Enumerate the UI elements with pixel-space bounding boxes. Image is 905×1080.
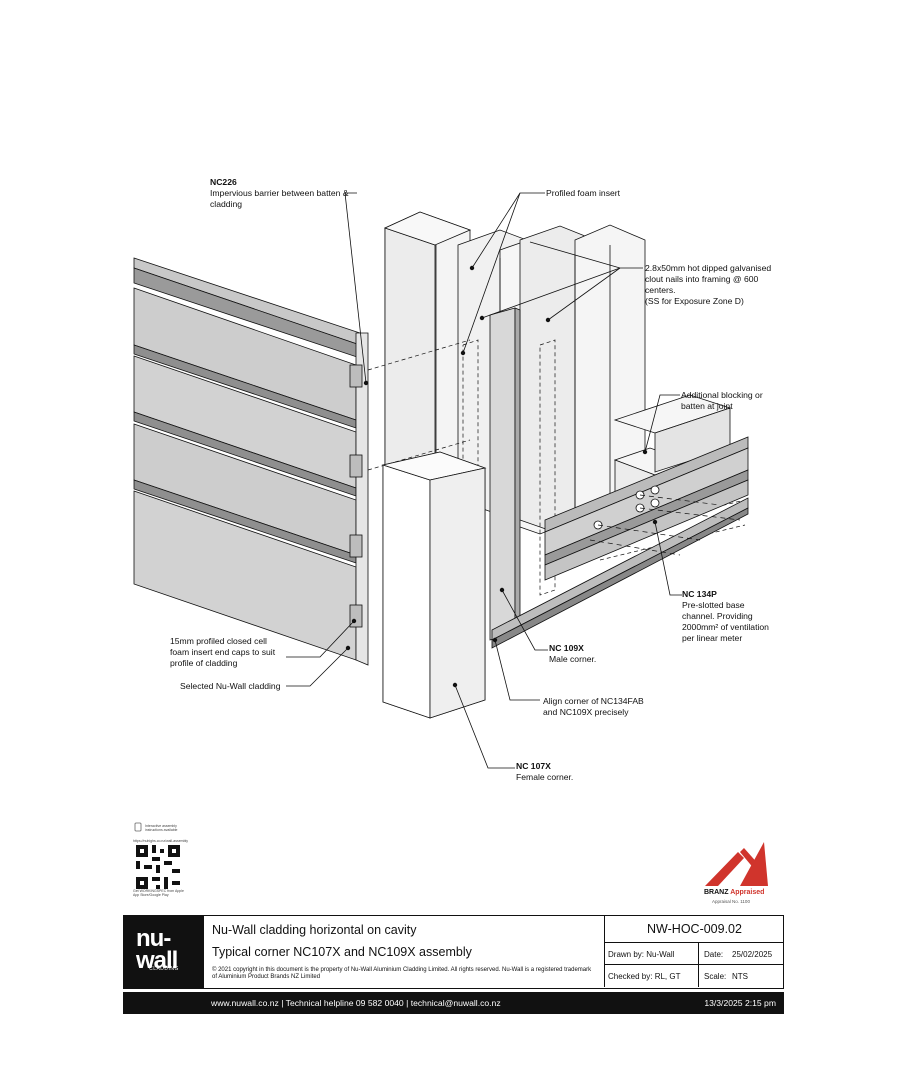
logo-subtext: CLADDING [149,966,179,972]
ventilation-airflow-lines [589,494,741,556]
callout-labels: NC226 Impervious barrier between batten … [170,177,771,782]
align-line1: Align corner of NC134FAB [543,696,644,706]
nails-line2: clout nails into framing @ 600 [645,274,759,284]
footer-bar: www.nuwall.co.nz | Technical helpline 09… [123,992,784,1014]
nc107x-desc: Female corner. [516,772,573,782]
endcap-line3: profile of cladding [170,658,238,668]
logo-line1: nu- [136,925,171,952]
copyright-notice: © 2021 copyright in this document is the… [212,967,592,980]
doc-number-cell: NW-HOC-009.02 [604,916,783,943]
nc107x-female-corner [381,451,487,719]
qr-bottom-text: Get WORKINGSPEC from Apple App Store/Goo… [133,889,184,897]
blocking-line1: Additional blocking or [681,390,763,400]
drawing-subtitle: Typical corner NC107X and NC109X assembl… [212,945,472,959]
blocking-line2: batten at joint [681,401,733,411]
checked-scale-row: Checked by: RL, GT Scale: NTS [604,965,783,988]
right-cladding-and-base-channel [491,436,749,649]
branz-word: BRANZ [704,889,729,896]
phone-icon [134,822,142,832]
logo-line2: wall [136,947,178,974]
drawn-date-row: Drawn by: Nu-Wall Date: 25/02/2025 [604,943,783,965]
framing-studs [383,211,646,535]
qr-top-text: Interactive assembly instructions availa… [145,824,178,832]
nails-line1: 2.8x50mm hot dipped galvanised [645,263,771,273]
qr-code-icon [136,845,180,889]
nc226-code: NC226 [210,177,237,187]
title-block: nu-wall CLADDING Nu-Wall cladding horizo… [123,915,784,989]
scale-label: Scale: [704,972,727,981]
endcap-line1: 15mm profiled closed cell [170,636,267,646]
nc134p-code: NC 134P [682,589,717,599]
branz-appraised-mark: BRANZ Appraised Appraisal No. 1100 [700,838,775,908]
cladding-label: Selected Nu-Wall cladding [180,681,281,691]
foam-insert-label: Profiled foam insert [546,188,621,198]
nc109x-male-corner [489,307,521,641]
nc134p-line1: Pre-slotted base [682,600,745,610]
footer-contact[interactable]: www.nuwall.co.nz | Technical helpline 09… [211,998,501,1008]
nc109x-desc: Male corner. [549,654,596,664]
date-value: 25/02/2025 [732,950,773,959]
branz-logo-icon [705,842,768,886]
nc109x-code: NC 109X [549,643,584,653]
nu-wall-cladding-boards [133,257,369,666]
footer-timestamp: 13/3/2025 2:15 pm [704,998,776,1008]
leader-lines [286,192,682,769]
qr-url: https://nuhighs.co.nz/wall-assembly [133,839,189,843]
qr-code-block[interactable]: Interactive assembly instructions availa… [133,822,189,907]
checked-by: Checked by: RL, GT [608,972,681,981]
branz-appraised: Appraised [730,889,765,896]
nu-wall-logo: nu-wall CLADDING [124,916,204,988]
drawn-by: Drawn by: Nu-Wall [608,950,675,959]
endcap-line2: foam insert end caps to suit [170,647,276,657]
nc134p-line4: per linear meter [682,633,742,643]
nails-line4: (SS for Exposure Zone D) [645,296,744,306]
doc-number: NW-HOC-009.02 [647,922,742,936]
nc107x-code: NC 107X [516,761,551,771]
date-label: Date: [704,950,724,959]
nc134p-line2: channel. Providing [682,611,753,621]
drawing-title: Nu-Wall cladding horizontal on cavity [212,923,417,937]
scale-value: NTS [732,972,748,981]
nails-line3: centers. [645,285,676,295]
branz-appraisal-number: Appraisal No. 1100 [712,899,750,904]
nc226-desc-line1: Impervious barrier between batten & [210,188,349,198]
nc226-desc-line2: cladding [210,199,242,209]
nc134p-line3: 2000mm² of ventilation [682,622,769,632]
align-line2: and NC109X precisely [543,707,629,717]
